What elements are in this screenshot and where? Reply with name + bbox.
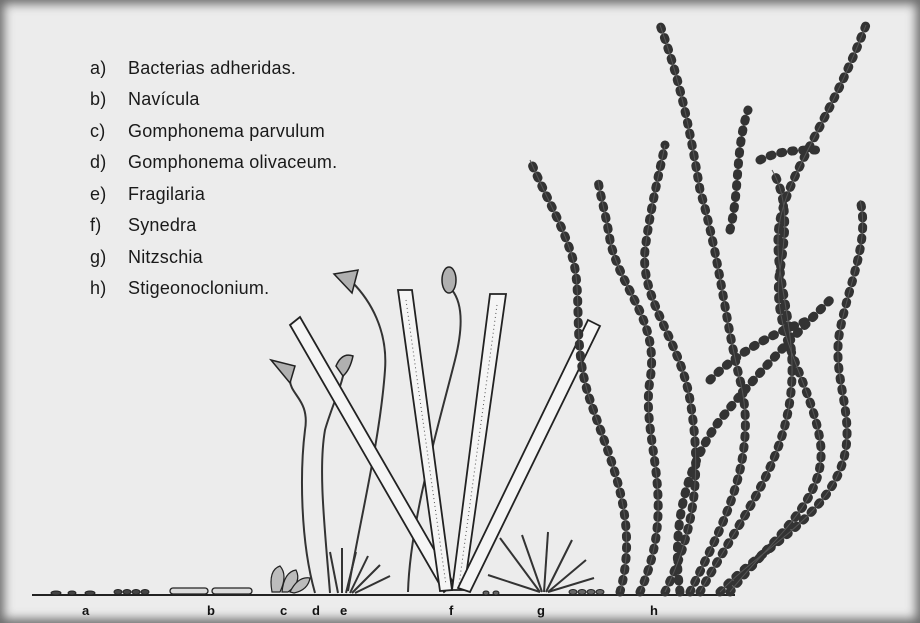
baseline-label-b: b [207,603,215,618]
baseline-label-g: g [537,603,545,618]
synedra-needles [290,290,600,592]
fragilaria-fan [330,548,390,593]
baseline-label-c: c [280,603,287,618]
baseline-label-f: f [449,603,453,618]
nitzschia-fan [488,532,594,592]
baseline-label-a: a [82,603,89,618]
gomphonema-parvulum-cluster [271,566,310,593]
baseline-label-h: h [650,603,658,618]
baseline-label-d: d [312,603,320,618]
navicula-cells [170,588,252,594]
baseline-label-e: e [340,603,347,618]
